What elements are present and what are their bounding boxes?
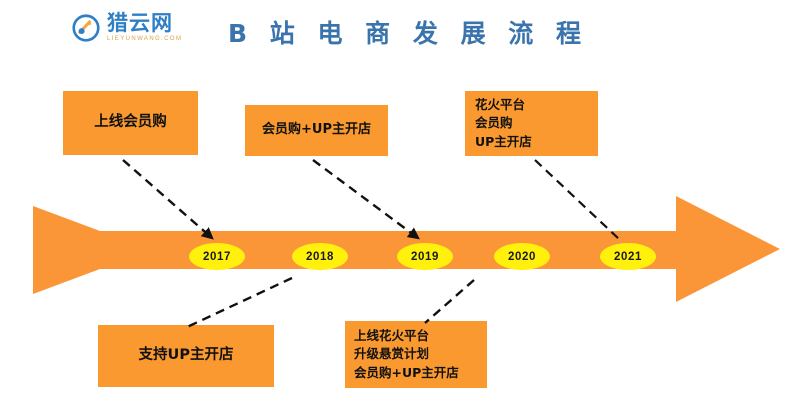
arrow-tail-shape xyxy=(33,206,100,294)
info-box-2020[interactable]: 上线花火平台 升级悬赏计划 会员购+UP主开店 xyxy=(345,321,487,388)
logo-english-domain: LIEYUNWANG.COM xyxy=(107,36,183,42)
year-badge-2021[interactable]: 2021 xyxy=(600,243,656,270)
info-box-2020-text: 上线花火平台 升级悬赏计划 会员购+UP主开店 xyxy=(354,328,459,380)
year-badge-2020[interactable]: 2020 xyxy=(494,243,550,270)
info-box-2019[interactable]: 会员购+UP主开店 xyxy=(245,105,388,156)
year-badge-2019[interactable]: 2019 xyxy=(397,243,453,270)
info-box-2021[interactable]: 花火平台 会员购 UP主开店 xyxy=(465,91,598,156)
year-badge-2018[interactable]: 2018 xyxy=(292,243,348,270)
page-title: B 站 电 商 发 展 流 程 xyxy=(228,19,588,48)
info-box-2018-text: 支持UP主开店 xyxy=(138,347,234,364)
logo-chinese-name: 猎云网 xyxy=(107,11,173,35)
info-box-2018[interactable]: 支持UP主开店 xyxy=(98,325,274,387)
info-box-2019-text: 会员购+UP主开店 xyxy=(262,122,371,138)
site-logo: 猎云网 LIEYUNWANG.COM xyxy=(72,13,182,42)
year-badge-2017[interactable]: 2017 xyxy=(189,243,245,270)
lieyunwang-mark-icon xyxy=(72,13,100,42)
info-box-2021-text: 花火平台 会员购 UP主开店 xyxy=(475,97,532,149)
info-box-2017-text: 上线会员购 xyxy=(94,114,167,131)
logo-text: 猎云网 LIEYUNWANG.COM xyxy=(107,11,183,43)
info-box-2017[interactable]: 上线会员购 xyxy=(63,91,198,155)
